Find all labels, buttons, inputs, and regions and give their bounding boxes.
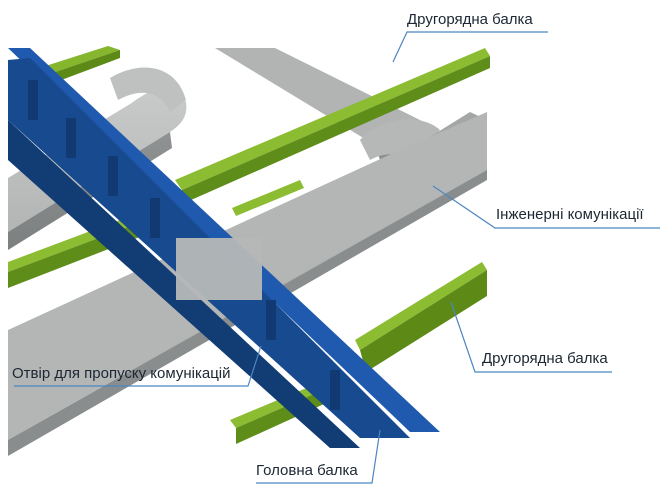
label-utilities: Інженерні комунікації [496,206,644,223]
secondary-beam-2 [175,48,490,190]
stiffener [28,80,38,120]
leader-lines [14,31,660,484]
leader-opening [14,345,262,387]
stiffener [66,118,76,158]
leader-utilities [432,185,660,229]
duct-bend [360,119,440,162]
main-beam [8,48,440,448]
stiffener [108,156,118,196]
label-opening: Отвір для пропуску комунікацій [12,365,231,382]
label-secondary-beam-right: Другорядна балка [482,350,608,367]
secondary-beams [8,46,490,444]
label-main-beam: Головна балка [256,462,358,479]
leader-main-beam [256,429,381,484]
secondary-beam-2-side [182,56,490,204]
stiffener [266,300,276,340]
secondary-beam-4-side [360,270,487,372]
stiffener [150,198,160,238]
stiffener [330,370,340,410]
duct-left-curve-top [110,67,186,112]
main-beam-opening [176,238,262,300]
label-secondary-beam-top: Другорядна балка [407,11,533,28]
secondary-beam-4 [355,262,487,350]
leader-secondary-beam-top [392,31,548,63]
secondary-beam-3-side [8,212,168,288]
secondary-beam-2b [232,180,304,216]
leader-secondary-beam-right [450,301,612,373]
duct-back-top [215,48,430,145]
